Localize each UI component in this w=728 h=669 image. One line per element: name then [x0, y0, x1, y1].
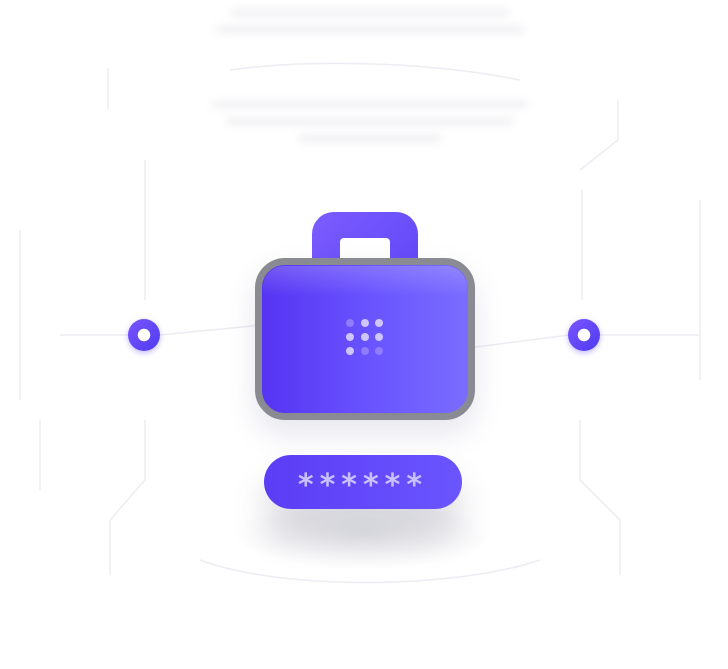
circuit-node-right-icon	[568, 319, 600, 351]
blurred-text-block-middle	[190, 92, 550, 148]
briefcase-highlight	[263, 266, 467, 296]
keypad-icon	[346, 319, 384, 359]
circuit-node-left-icon	[128, 319, 160, 351]
blurred-text-block-top	[190, 0, 550, 56]
password-field: ******	[264, 455, 462, 509]
drop-shadow	[232, 500, 494, 570]
password-mask: ******	[297, 468, 429, 503]
